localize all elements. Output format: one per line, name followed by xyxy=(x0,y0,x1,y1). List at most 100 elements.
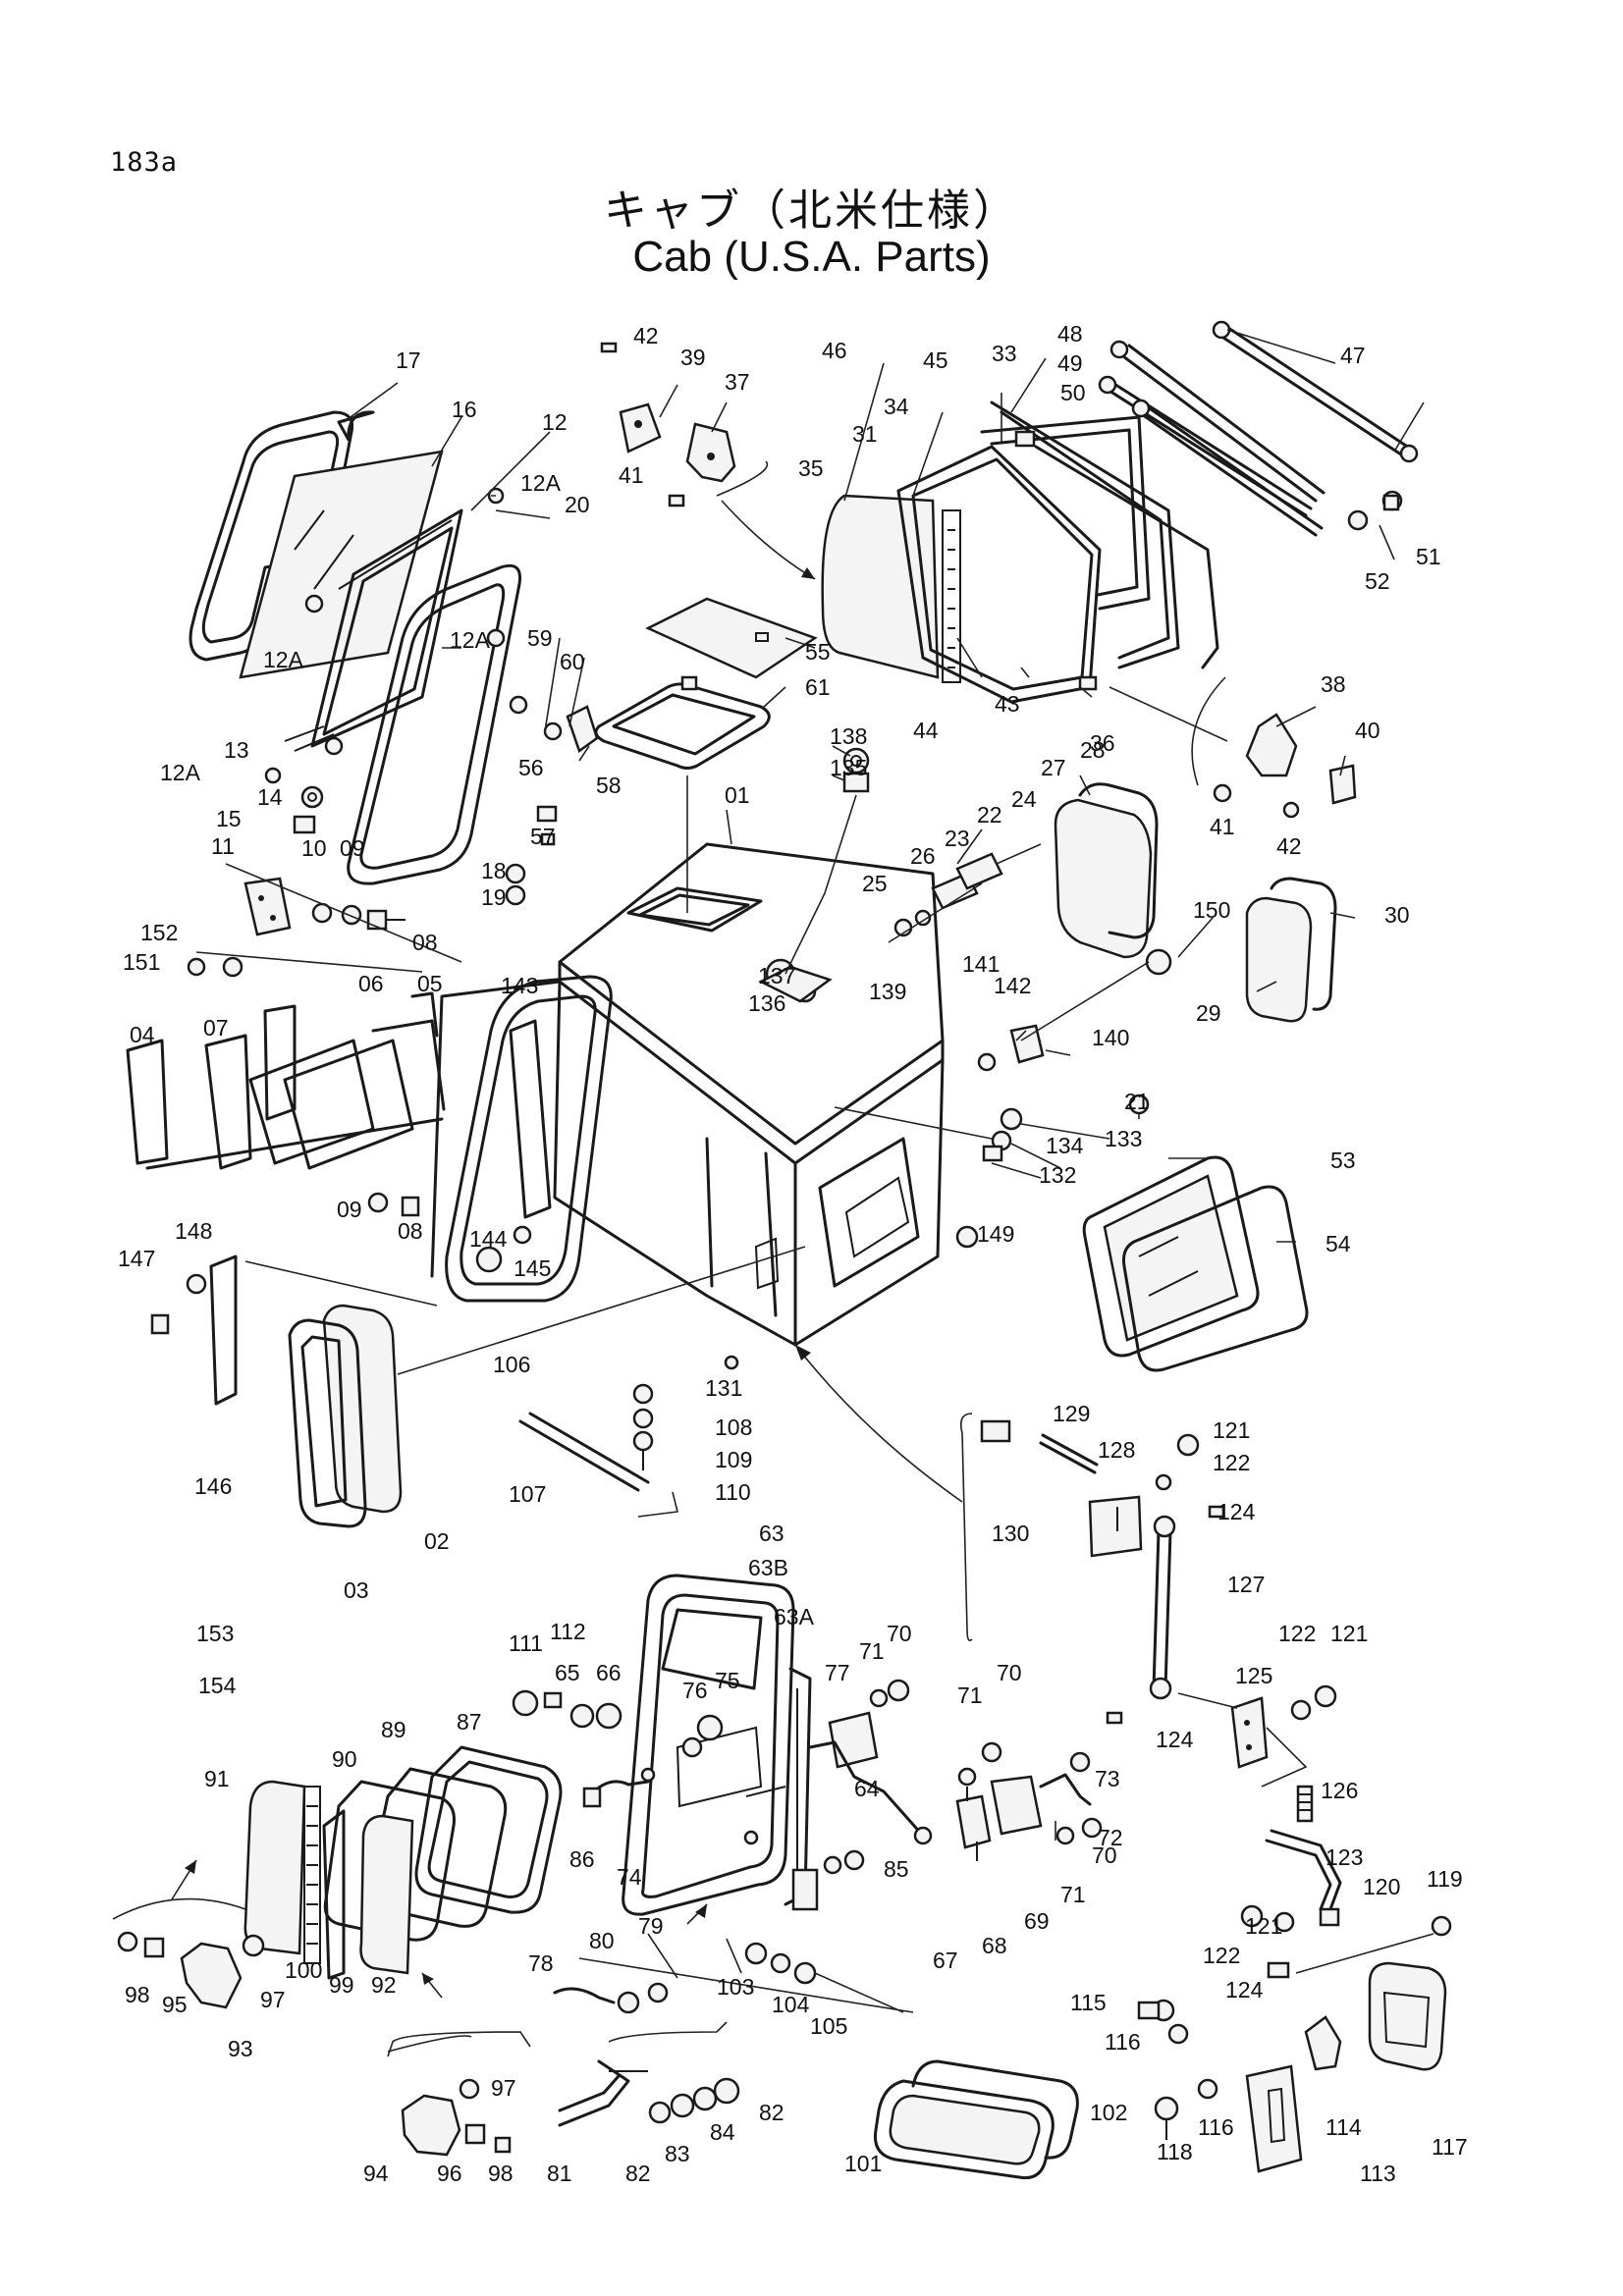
callout: 124 xyxy=(1217,1499,1256,1524)
callout: 96 xyxy=(437,2161,462,2186)
window-glass-16 xyxy=(239,450,444,679)
left-frames-04-07 xyxy=(126,991,446,1217)
callout: 90 xyxy=(332,1746,357,1772)
callout: 82 xyxy=(625,2161,651,2186)
callout: 31 xyxy=(852,421,878,447)
strip-107-110 xyxy=(518,1355,739,1518)
callout: 141 xyxy=(962,951,1000,977)
callout: 105 xyxy=(810,2013,847,2039)
callout: 41 xyxy=(1210,814,1235,839)
callout: 63 xyxy=(759,1521,784,1546)
callout: 97 xyxy=(491,2075,516,2101)
callout: 139 xyxy=(869,979,906,1004)
window-seal-13 xyxy=(284,725,335,752)
callout: 50 xyxy=(1060,380,1086,405)
callout: 54 xyxy=(1325,1231,1351,1256)
callout: 109 xyxy=(715,1447,752,1472)
callout: 93 xyxy=(228,2036,253,2061)
callout: 16 xyxy=(452,397,477,422)
callout: 67 xyxy=(933,1948,958,1973)
callout: 82 xyxy=(759,2100,784,2125)
latch-113-118 xyxy=(1137,1915,1452,2173)
callout: 30 xyxy=(1384,902,1410,928)
hinge-parts-22-26 xyxy=(888,843,1042,943)
callout: 03 xyxy=(344,1577,369,1603)
small-bolts-cab-top xyxy=(686,747,870,975)
callout: 12 xyxy=(542,409,568,435)
callout: 33 xyxy=(992,341,1017,366)
callout: 09 xyxy=(340,835,365,861)
callout: 65 xyxy=(555,1660,580,1685)
callout: 44 xyxy=(913,718,939,743)
callout: 136 xyxy=(748,990,785,1016)
callout: 115 xyxy=(1070,1990,1107,2015)
callout: 114 xyxy=(1325,2114,1362,2140)
callout: 153 xyxy=(196,1621,234,1646)
window-101-102 xyxy=(873,2059,1079,2180)
callout: 01 xyxy=(725,782,750,808)
callout: 04 xyxy=(130,1022,155,1047)
callout: 18 xyxy=(481,858,507,883)
callout: 21 xyxy=(1124,1089,1150,1114)
callout: 144 xyxy=(469,1226,508,1252)
callout: 120 xyxy=(1363,1874,1400,1899)
callout: 77 xyxy=(825,1660,850,1685)
callout: 10 xyxy=(301,835,327,861)
callout: 98 xyxy=(488,2161,514,2186)
callout: 52 xyxy=(1365,568,1390,594)
callout: 58 xyxy=(596,773,622,798)
callout: 38 xyxy=(1321,671,1346,697)
callout: 48 xyxy=(1057,321,1083,347)
callout: 150 xyxy=(1193,897,1230,923)
rear-window-frames xyxy=(896,400,1219,704)
callout: 101 xyxy=(844,2151,882,2176)
callout: 12A xyxy=(263,647,304,672)
callout: 22 xyxy=(977,802,1002,828)
callout: 35 xyxy=(798,455,824,481)
rear-window-glass-35 xyxy=(821,494,940,679)
rods-47-50 xyxy=(1098,320,1419,537)
callout: 11 xyxy=(211,833,235,859)
callout: 71 xyxy=(957,1682,983,1708)
callout: 79 xyxy=(638,1913,664,1939)
callout: 02 xyxy=(424,1528,450,1554)
callout: 43 xyxy=(995,691,1020,717)
bracket-56-58 xyxy=(509,695,599,846)
callout: 70 xyxy=(997,1660,1022,1685)
callout: 63A xyxy=(774,1604,815,1629)
callout: 103 xyxy=(717,1974,754,2000)
callout: 121 xyxy=(1245,1913,1282,1939)
callout: 20 xyxy=(565,492,590,517)
door-bolts-103-105 xyxy=(578,1942,914,2013)
door-lock-67-73 xyxy=(955,1741,1103,1861)
callout: 106 xyxy=(493,1352,530,1377)
callout: 39 xyxy=(680,345,706,370)
callout: 08 xyxy=(398,1218,423,1244)
cab-body-01 xyxy=(430,842,945,1347)
callout: 102 xyxy=(1090,2100,1127,2125)
callout: 34 xyxy=(884,394,909,419)
callout: 74 xyxy=(617,1864,642,1890)
callout: 140 xyxy=(1092,1025,1129,1050)
callout: 46 xyxy=(822,338,847,363)
callout: 76 xyxy=(682,1678,708,1703)
callout: 42 xyxy=(1276,833,1302,859)
cab-door-frame-143 xyxy=(445,975,613,1303)
callout: 143 xyxy=(501,973,538,998)
callout: 100 xyxy=(285,1957,322,1983)
callout: 131 xyxy=(705,1375,742,1401)
callout: 55 xyxy=(805,639,831,665)
callout: 122 xyxy=(1213,1450,1250,1475)
callout: 05 xyxy=(417,971,443,996)
callout: 56 xyxy=(518,755,544,780)
callout: 12A xyxy=(450,627,491,653)
callout: 124 xyxy=(1225,1977,1264,2002)
callout: 71 xyxy=(859,1638,885,1664)
callout: 116 xyxy=(1198,2114,1234,2140)
callout: 126 xyxy=(1321,1778,1358,1803)
callout: 138 xyxy=(830,723,867,749)
door-assembly-63 xyxy=(622,1574,819,1916)
callout: 123 xyxy=(1325,1844,1363,1870)
callout: 154 xyxy=(198,1673,237,1698)
